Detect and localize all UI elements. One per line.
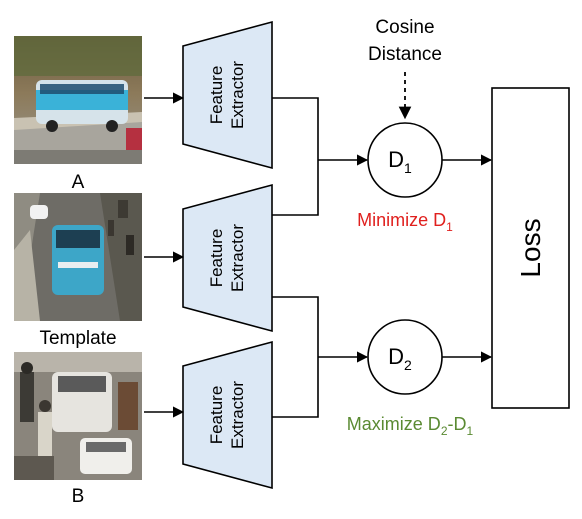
feature-extractor-3: Feature Extractor [182,340,273,490]
connector-ext3-to-d2 [272,357,319,418]
feature-extractor-1: Feature Extractor [182,20,273,170]
minimize-label: Minimize D1 [357,210,453,234]
extractor-1-line2: Extractor [228,61,247,129]
extractor-3-line2: Extractor [228,381,247,449]
d2-sub: 2 [404,357,412,373]
svg-text:D2: D2 [388,344,412,373]
caption-b: B [72,486,85,507]
node-d1: D1 [367,122,443,198]
extractor-3-line1: Feature [207,386,226,445]
image-b [14,352,142,480]
loss-box: Loss [491,87,570,409]
extractor-1-line1: Feature [207,66,226,125]
node-d2: D2 [367,319,443,395]
connector-ext1-to-d1 [272,97,319,160]
connector-ext2-to-d2 [272,296,319,357]
image-a [14,36,142,164]
caption-template: Template [39,328,116,349]
loss-label: Loss [515,218,546,277]
d2-main: D [388,344,404,369]
feature-extractor-2: Feature Extractor [182,183,273,333]
maximize-label: Maximize D2-D1 [347,414,474,438]
distance-label-line1: Cosine [375,17,434,38]
d1-main: D [388,147,404,172]
image-template [14,193,142,321]
extractor-2-line1: Feature [207,229,226,288]
d1-sub: 1 [404,160,412,176]
distance-label-line2: Distance [368,44,442,65]
svg-text:D1: D1 [388,147,412,176]
extractor-2-line2: Extractor [228,224,247,292]
caption-a: A [72,172,85,193]
connector-ext2-to-d1 [272,160,319,216]
